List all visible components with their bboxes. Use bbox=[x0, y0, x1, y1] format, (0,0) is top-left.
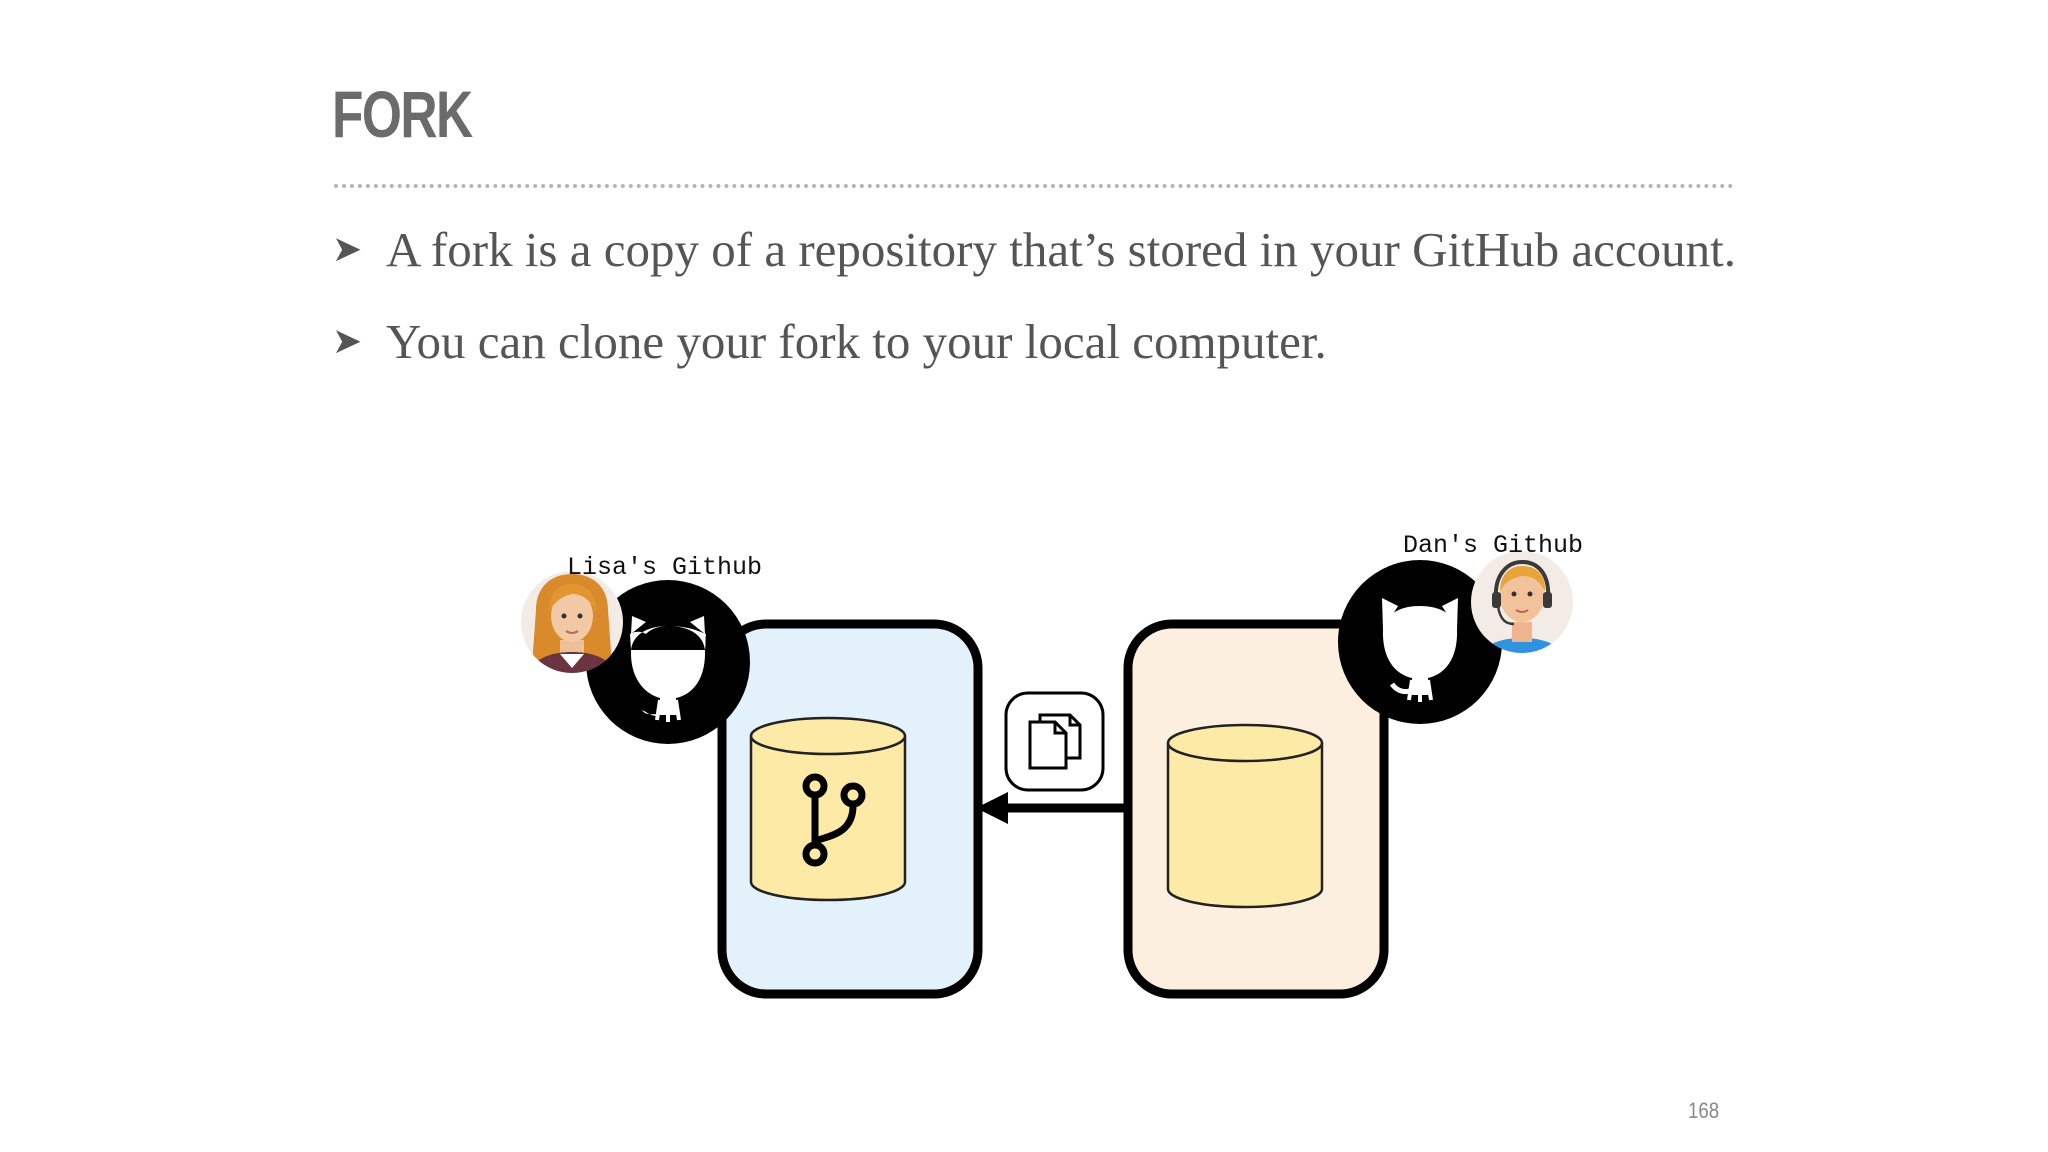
bullet-item: ➤ A fork is a copy of a repository that’… bbox=[332, 218, 1752, 282]
dan-database bbox=[1166, 723, 1324, 909]
dan-github-icon bbox=[1338, 560, 1502, 724]
bullet-item: ➤ You can clone your fork to your local … bbox=[332, 310, 1752, 374]
bullet-list: ➤ A fork is a copy of a repository that’… bbox=[332, 218, 1752, 402]
slide-title: FORK bbox=[332, 77, 473, 151]
lisa-database bbox=[749, 716, 907, 902]
bullet-arrow-icon: ➤ bbox=[332, 321, 363, 362]
lisa-github-label: Lisa's Github bbox=[567, 553, 762, 582]
dan-github-label: Dan's Github bbox=[1403, 531, 1583, 560]
fork-arrow bbox=[976, 792, 1124, 824]
bullet-text: You can clone your fork to your local co… bbox=[386, 314, 1327, 369]
bullet-arrow-icon: ➤ bbox=[332, 229, 363, 270]
lisa-avatar bbox=[521, 571, 623, 673]
lisa-github-icon bbox=[586, 580, 750, 744]
page-number: 168 bbox=[1688, 1098, 1720, 1123]
copy-documents-icon bbox=[1004, 691, 1105, 792]
bullet-text: A fork is a copy of a repository that’s … bbox=[386, 222, 1736, 277]
title-divider bbox=[334, 184, 1734, 188]
git-branch-icon bbox=[802, 773, 866, 867]
